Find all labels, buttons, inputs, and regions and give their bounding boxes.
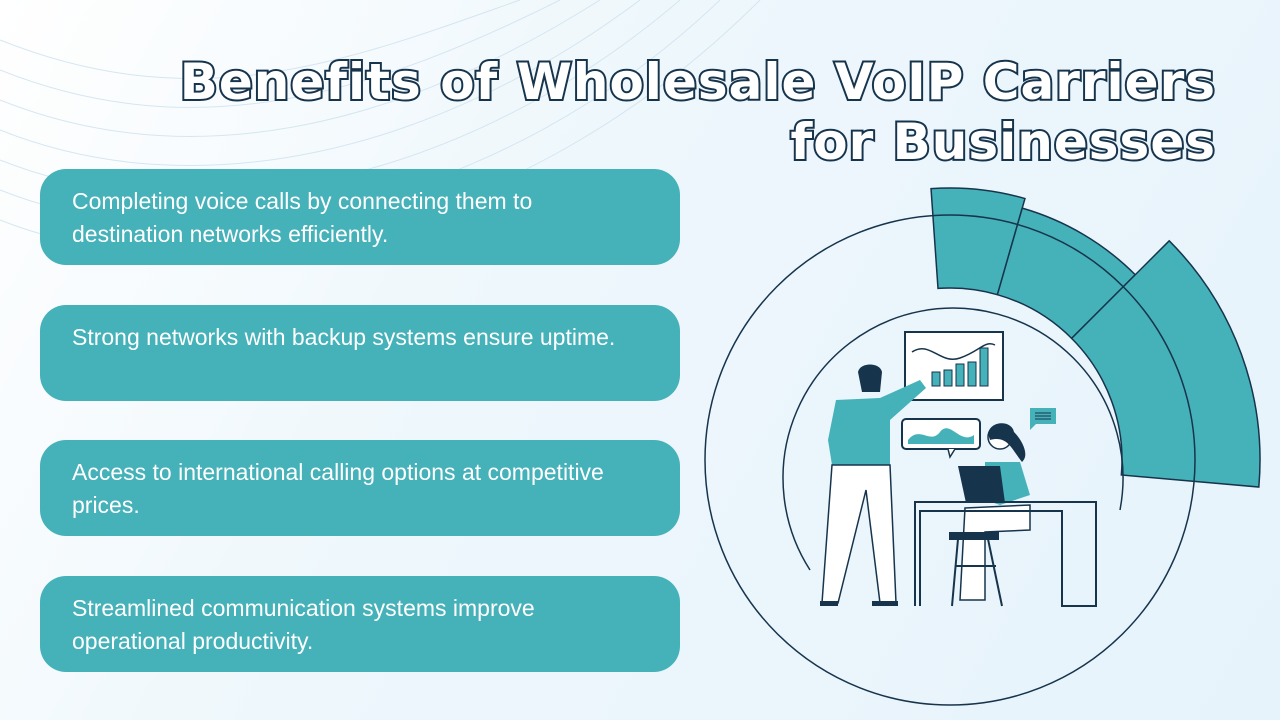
standing-man-figure — [820, 364, 926, 606]
benefit-card-2: Strong networks with backup systems ensu… — [40, 305, 680, 401]
outer-ring — [704, 214, 1196, 706]
benefit-card-1: Completing voice calls by connecting the… — [40, 169, 680, 265]
wave-chat-bubble-icon — [901, 418, 981, 459]
laptop-icon — [958, 466, 1005, 503]
desk — [914, 501, 1097, 607]
inner-ring — [782, 307, 1124, 571]
donut-segments — [930, 187, 1261, 488]
message-bubble-icon — [1030, 408, 1056, 430]
stool — [949, 532, 1003, 607]
page-title: Benefits of Wholesale VoIP Carriers for … — [178, 51, 1217, 173]
benefit-card-3: Access to international calling options … — [40, 440, 680, 536]
benefit-card-4: Streamlined communication systems improv… — [40, 576, 680, 672]
donut-segment-3 — [1070, 239, 1261, 488]
